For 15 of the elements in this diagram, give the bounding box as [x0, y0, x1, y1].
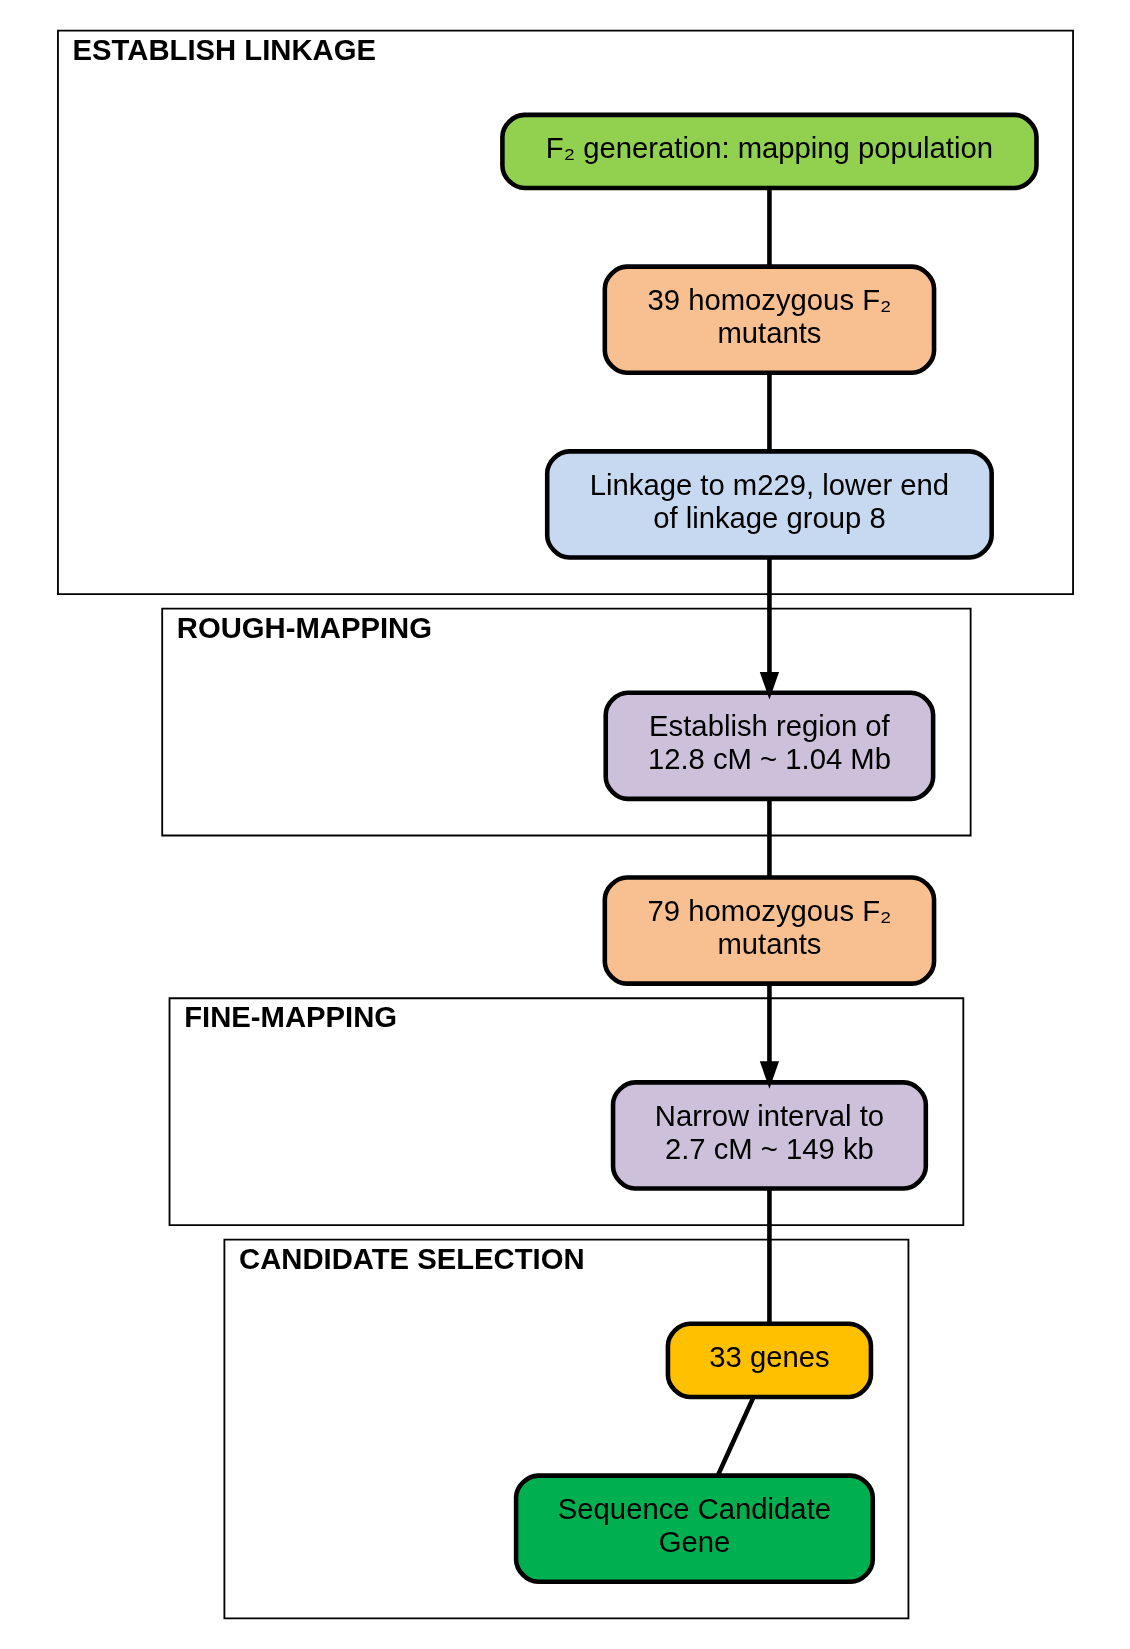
node-box: Sequence Candidate Gene — [513, 1473, 875, 1584]
node-box: Linkage to m229, lower end of linkage group 8 — [544, 449, 994, 560]
node-box: F₂ generation: mapping population — [499, 112, 1039, 191]
node-box: 79 homozygous F₂ mutants — [602, 875, 936, 986]
connector — [715, 1396, 756, 1477]
connector — [766, 1188, 772, 1324]
connector — [766, 372, 772, 452]
node-box: 39 homozygous F₂ mutants — [602, 264, 936, 375]
connector — [766, 799, 772, 878]
node-box: 33 genes — [665, 1321, 873, 1400]
node-box: Establish region of 12.8 cM ~ 1.04 Mb — [602, 690, 935, 802]
arrow — [759, 557, 779, 700]
connector — [766, 188, 772, 267]
arrow — [759, 983, 779, 1089]
node-box: Narrow interval to 2.7 cM ~ 149 kb — [610, 1080, 928, 1191]
